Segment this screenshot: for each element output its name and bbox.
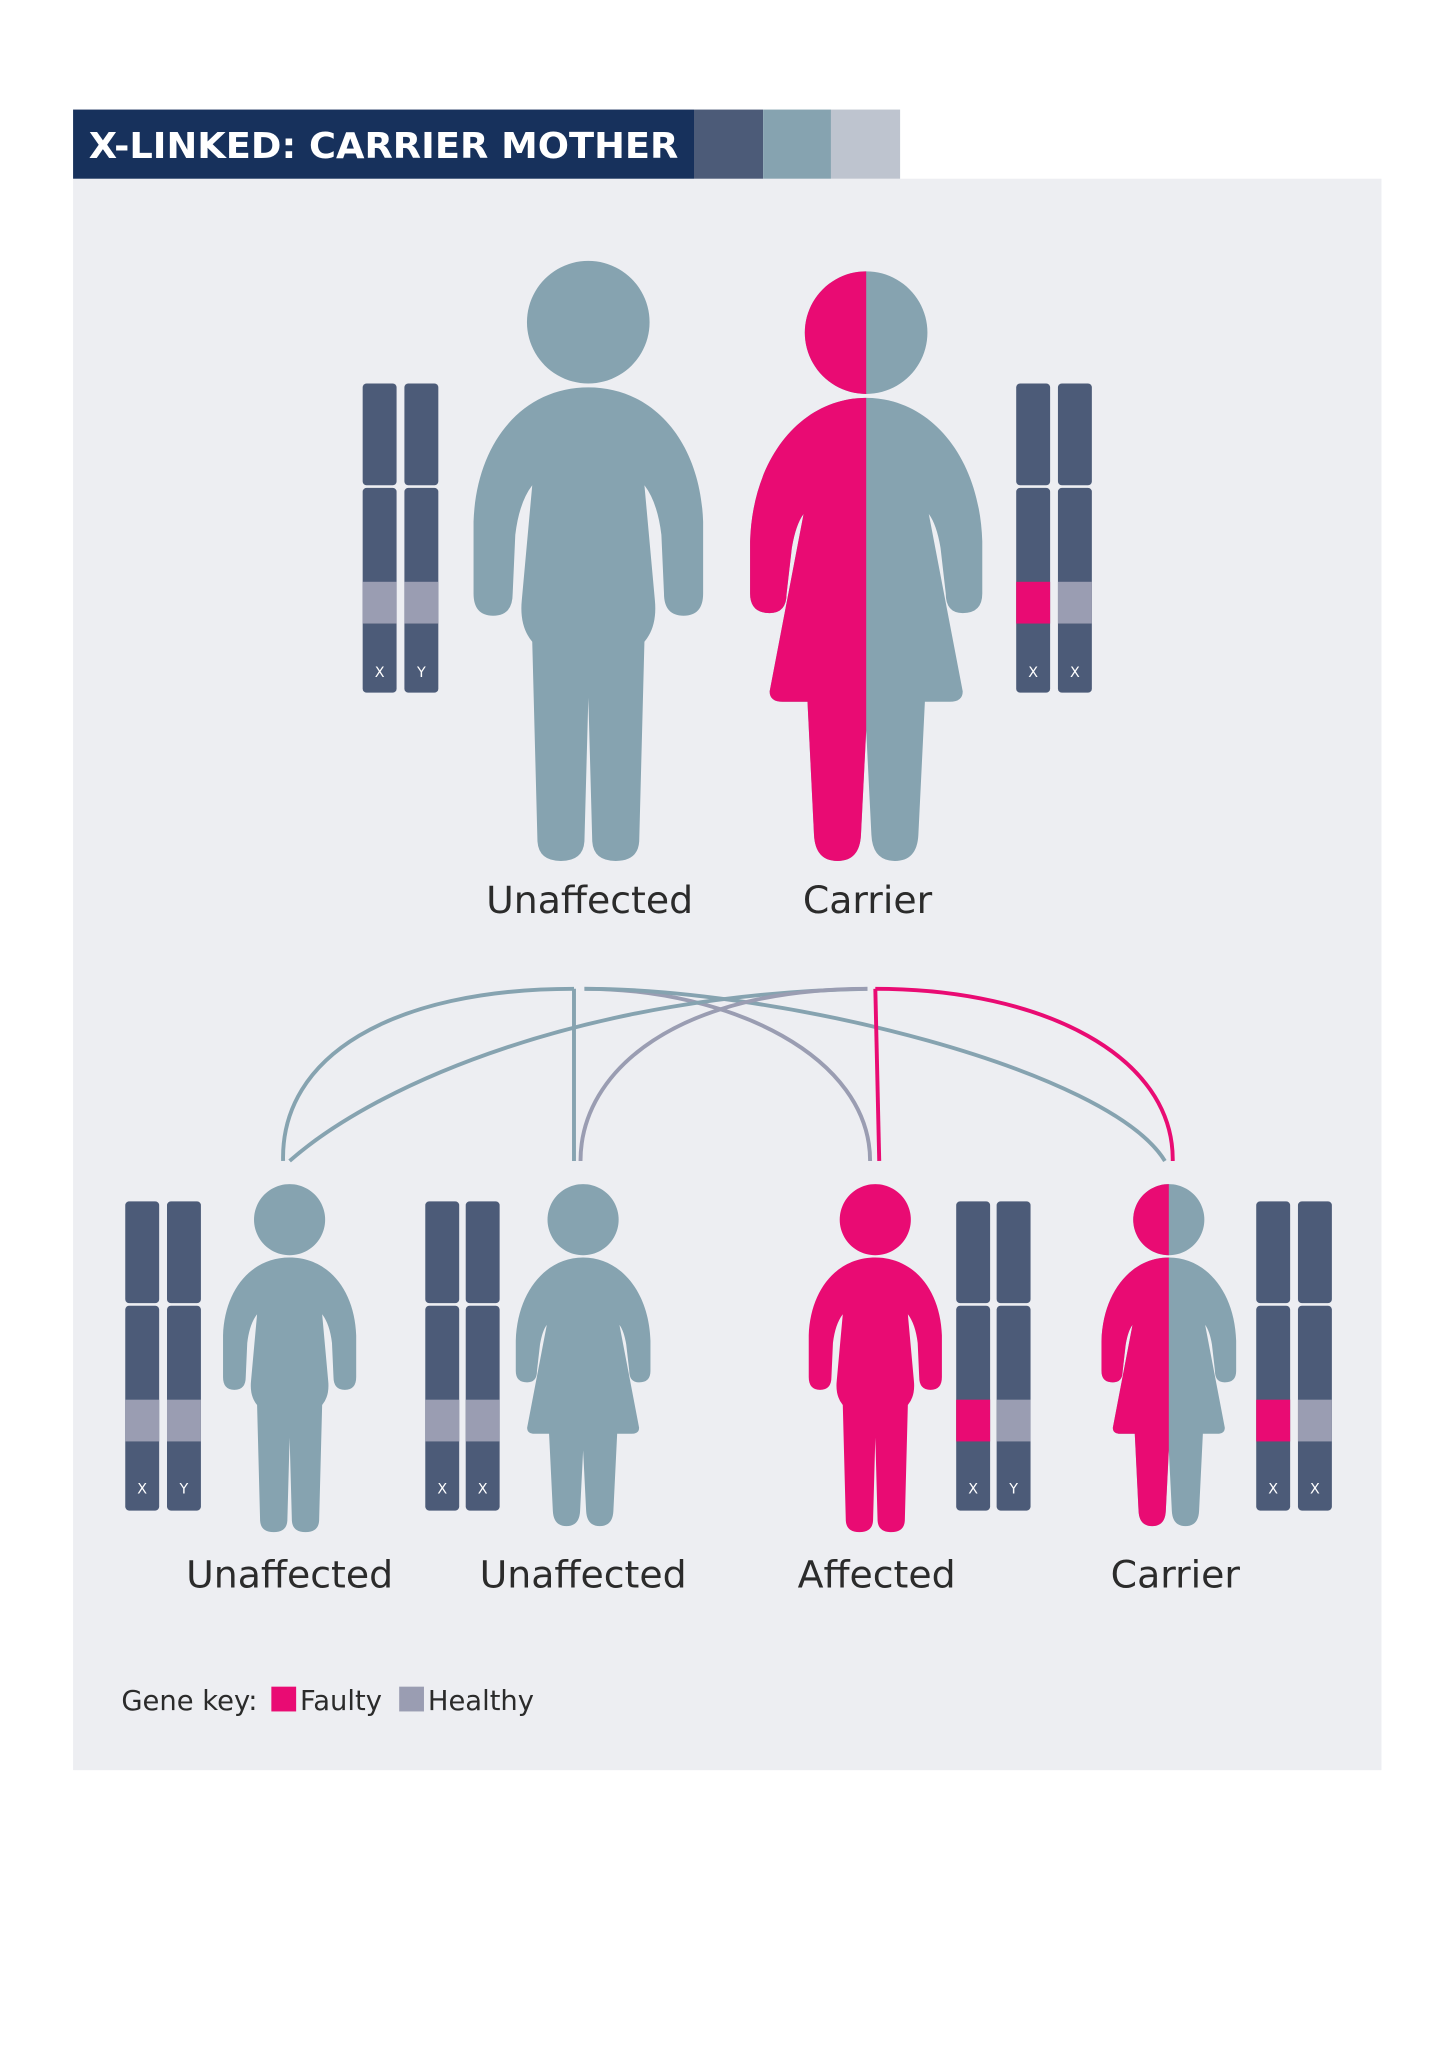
line-mother-child3 <box>873 988 882 1162</box>
line-father-child4 <box>584 986 1167 1162</box>
child3-chromosomes: X Y <box>956 1201 1031 1511</box>
mother-chromosomes: X X <box>1016 383 1092 693</box>
gene-key-label: Gene key: <box>121 1686 257 1717</box>
line-father-child1 <box>281 986 574 1162</box>
chromosome-label: X <box>1310 1482 1320 1498</box>
father-chromosomes: X Y <box>362 383 439 693</box>
child2-label: Unaffected <box>480 1553 687 1597</box>
line-mother-child1 <box>288 986 868 1163</box>
child4-label: Carrier <box>1111 1553 1241 1597</box>
faulty-swatch <box>271 1686 297 1712</box>
line-mother-child4 <box>875 986 1175 1161</box>
gene-key: Gene key: Faulty Healthy <box>121 1686 534 1717</box>
healthy-label: Healthy <box>428 1686 534 1717</box>
chromosome-label: X <box>478 1482 488 1498</box>
chromosome-label: X <box>437 1482 447 1498</box>
chromosome-label: Y <box>416 665 426 681</box>
child1-label: Unaffected <box>186 1553 393 1597</box>
child1-chromosomes: X Y <box>125 1201 201 1511</box>
mother-label: Carrier <box>803 878 933 922</box>
child3-label: Affected <box>798 1553 956 1597</box>
title-bar: X-LINKED: CARRIER MOTHER <box>73 109 901 179</box>
page-title: X-LINKED: CARRIER MOTHER <box>89 126 679 167</box>
chromosome-label: X <box>137 1482 147 1498</box>
line-mother-child2 <box>578 986 868 1161</box>
chromosome-label: X <box>1070 665 1080 681</box>
chromosome-label: X <box>1028 665 1038 681</box>
chromosome-label: Y <box>179 1482 189 1498</box>
chromosome-label: X <box>375 665 385 681</box>
faulty-label: Faulty <box>300 1686 382 1717</box>
inheritance-lines <box>281 986 1175 1163</box>
child2-chromosomes: X X <box>425 1201 500 1511</box>
chromosome-label: X <box>1268 1482 1278 1498</box>
chromosome-label: X <box>968 1482 978 1498</box>
title-swatch-1 <box>693 109 764 179</box>
child4-chromosomes: X X <box>1256 1201 1332 1511</box>
title-background <box>73 109 694 179</box>
chromosome-label: Y <box>1008 1482 1018 1498</box>
healthy-swatch <box>399 1686 424 1712</box>
father-label: Unaffected <box>486 878 693 922</box>
title-swatch-2 <box>763 109 831 179</box>
title-swatch-3 <box>830 109 901 179</box>
